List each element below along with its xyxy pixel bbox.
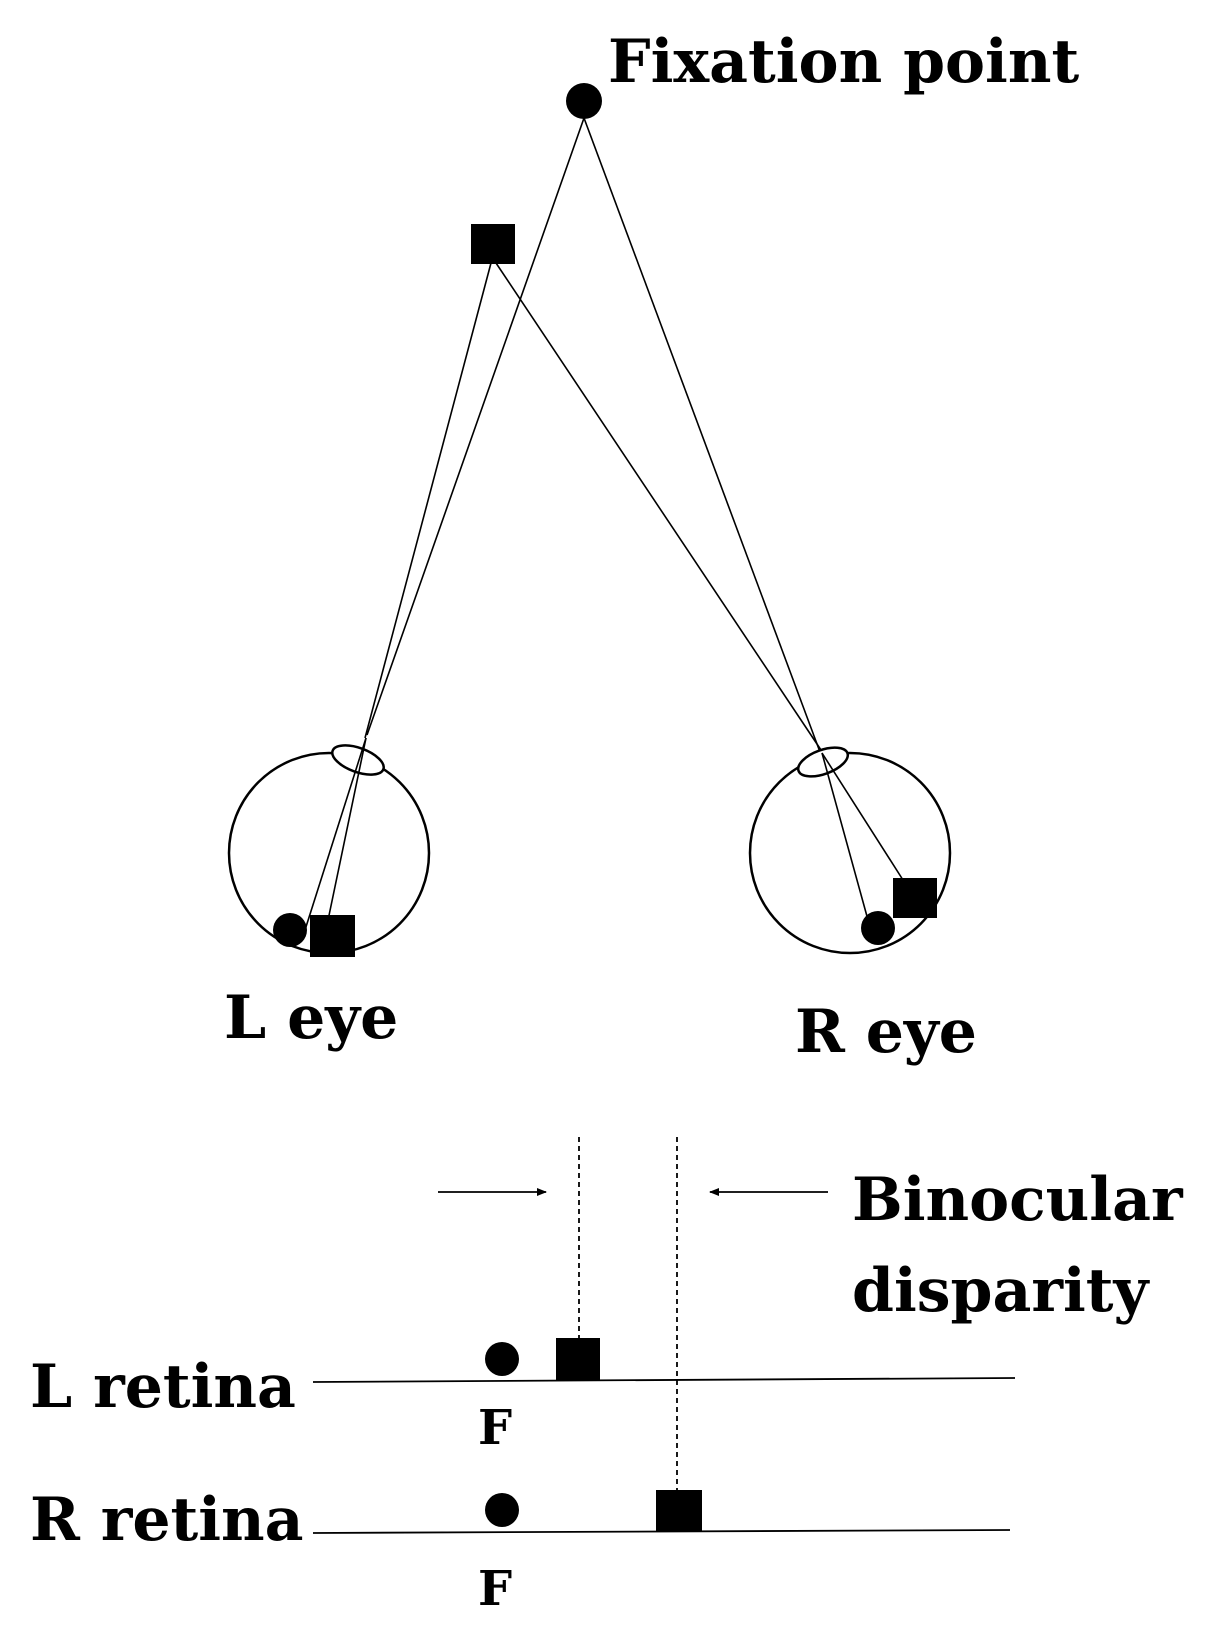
- fixation-point-dot: [566, 83, 602, 119]
- binocular-label-line2: disparity: [852, 1256, 1150, 1326]
- sightline-fixation-right: [583, 117, 821, 753]
- right-eye-ray-square: [821, 752, 904, 881]
- right-eye-lens: [796, 746, 850, 778]
- left-retina-square-image: [556, 1338, 600, 1380]
- right-eye-square-image: [893, 878, 937, 918]
- left-eye-fovea-image: [273, 913, 307, 947]
- sightline-fixation-left: [366, 117, 585, 736]
- left-eye-label: L eye: [224, 983, 398, 1053]
- right-eyeball: [748, 751, 952, 955]
- left-retina-line: [312, 1377, 1016, 1383]
- left-retina-fovea-dot: [485, 1342, 519, 1376]
- right-eye-label: R eye: [795, 997, 977, 1067]
- binocular-label-line1: Binocular: [852, 1165, 1184, 1235]
- right-eye-fovea-image: [861, 911, 895, 945]
- right-retina-square-image: [656, 1490, 702, 1532]
- left-retina-fovea-label: F: [478, 1400, 512, 1456]
- left-retina-label: L retina: [30, 1352, 296, 1422]
- fixation-point-label: Fixation point: [608, 27, 1079, 97]
- left-eye-square-image: [310, 915, 355, 957]
- left-eye-ray-square: [326, 737, 367, 926]
- object-square: [471, 224, 515, 264]
- right-retina-fovea-label: F: [478, 1561, 512, 1617]
- sightline-square-right: [495, 262, 822, 751]
- left-eye-ray-fixation: [304, 737, 367, 931]
- sightline-square-left: [364, 262, 492, 739]
- right-retina-fovea-dot: [485, 1493, 519, 1527]
- right-retina-label: R retina: [30, 1485, 304, 1555]
- right-eye-ray-fixation: [821, 752, 869, 921]
